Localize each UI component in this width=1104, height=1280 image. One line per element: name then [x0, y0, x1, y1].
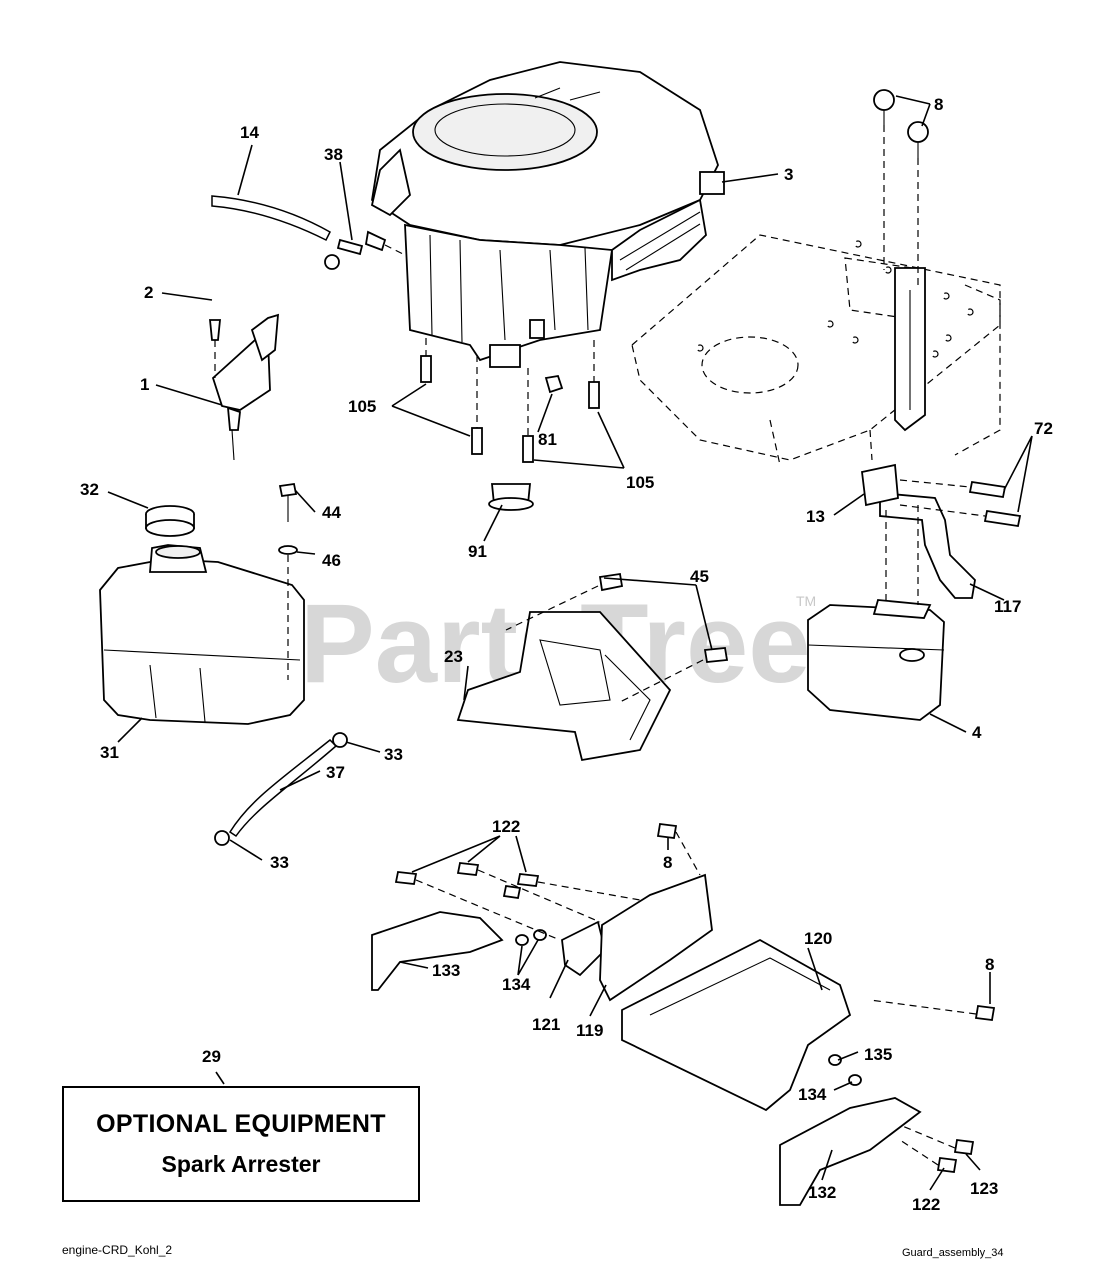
fuel-cap	[145, 505, 195, 537]
callout-122-top: 122	[492, 817, 520, 836]
callout-3: 3	[784, 165, 793, 184]
callout-38: 38	[324, 145, 343, 164]
callout-119: 119	[576, 1021, 603, 1040]
throttle-control	[209, 313, 280, 461]
fuel-tank	[99, 544, 305, 725]
callout-121: 121	[532, 1015, 560, 1034]
callout-8-right: 8	[985, 955, 994, 974]
callout-29: 29	[202, 1047, 221, 1066]
callout-23: 23	[444, 647, 463, 666]
callout-46: 46	[322, 551, 341, 570]
callout-105-right: 105	[626, 473, 654, 492]
callout-134-left: 134	[502, 975, 531, 994]
callout-120: 120	[804, 929, 832, 948]
callout-135: 135	[864, 1045, 892, 1064]
engine-spacer	[488, 483, 534, 511]
exhaust-pipe	[879, 492, 976, 599]
callout-numbers: 14 38 3 8 2 1 105 81 105 72 13 117 32 44…	[80, 95, 1053, 1214]
callout-45: 45	[690, 567, 709, 586]
muffler	[807, 599, 945, 721]
engine	[370, 61, 725, 368]
callout-37: 37	[326, 763, 345, 782]
engine-nut	[544, 374, 564, 394]
engine-diagram-caption: engine-CRD_Kohl_2	[62, 1243, 173, 1257]
frame-bolts-top	[873, 89, 929, 290]
callout-72: 72	[1034, 419, 1053, 438]
callout-4: 4	[972, 723, 982, 742]
engine-bolts	[420, 338, 600, 463]
leader-lines	[107, 95, 1033, 1191]
callout-33-top: 33	[384, 745, 403, 764]
muffler-bolts	[899, 479, 1022, 528]
frame-bracket	[894, 267, 926, 432]
guard-diagram-caption: Guard_assembly_34	[902, 1247, 1004, 1259]
optional-equipment-title: OPTIONAL EQUIPMENT	[96, 1110, 386, 1138]
callout-123: 123	[970, 1179, 998, 1198]
callout-81: 81	[538, 430, 557, 449]
callout-32: 32	[80, 480, 99, 499]
heat-shield	[456, 572, 729, 762]
callout-1: 1	[140, 375, 149, 394]
callout-134-right: 134	[798, 1085, 827, 1104]
optional-equipment-box: OPTIONAL EQUIPMENT Spark Arrester	[62, 1086, 420, 1202]
fuel-line	[211, 195, 406, 270]
frame-holes	[696, 240, 974, 358]
callout-44: 44	[322, 503, 341, 522]
guard-assembly	[371, 822, 996, 1206]
callout-132: 132	[808, 1183, 836, 1202]
callout-117: 117	[994, 597, 1021, 616]
callout-8-top: 8	[934, 95, 943, 114]
callout-8-mid: 8	[663, 853, 672, 872]
tank-screw	[278, 482, 298, 680]
exhaust-gasket	[861, 463, 899, 507]
callout-133: 133	[432, 961, 460, 980]
callout-33-bottom: 33	[270, 853, 289, 872]
callout-105-left: 105	[348, 397, 376, 416]
callout-31: 31	[100, 743, 119, 762]
callout-13: 13	[806, 507, 825, 526]
watermark-tm: TM	[796, 593, 816, 609]
callout-14: 14	[240, 123, 259, 142]
spark-arrester-label: Spark Arrester	[161, 1151, 321, 1177]
callout-2: 2	[144, 283, 153, 302]
frame-plate	[631, 234, 1001, 466]
callout-91: 91	[468, 542, 487, 561]
callout-122-bottom: 122	[912, 1195, 940, 1214]
